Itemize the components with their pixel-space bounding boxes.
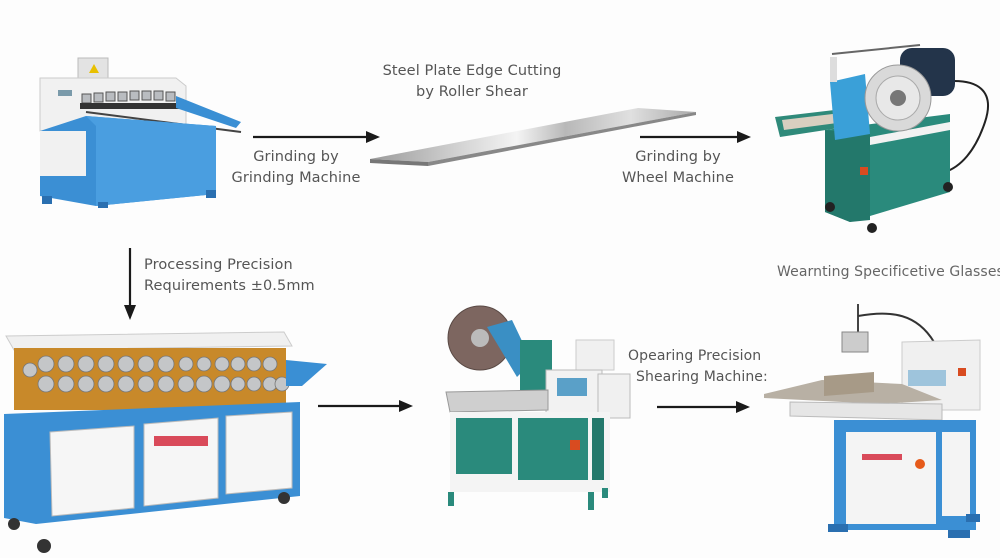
edge2-label-line2: Wheel Machine [621,170,734,186]
final-machine-image [762,292,984,550]
roll-forming-machine-image [2,328,332,556]
shearing-label-line1: Opearing Precision [628,348,762,364]
arrow-down-icon [123,247,137,321]
shearing-machine-image [442,292,642,514]
arrow-right-icon [639,130,753,144]
arrow-right-icon [656,400,752,414]
steel-plate-image [368,104,703,166]
steel-plate-label-line2: by Roller Shear [416,84,528,100]
grinding-machine-image [36,56,246,208]
arrow-right-icon [317,399,415,413]
steel-plate-label-line1: Steel Plate Edge Cutting [382,63,562,79]
edge2-label: Grinding by Wheel Machine [616,147,740,189]
steel-plate-label: Steel Plate Edge Cutting by Roller Shear [372,61,572,103]
glasses-label-text: Wearnting Specificetive Glasses [777,264,1000,280]
precision-label-line2: Requirements ±0.5mm [144,278,315,294]
edge2-label-line1: Grinding by [635,149,721,165]
shearing-label-line2: Shearing Machine: [636,369,768,385]
arrow-right-icon [252,130,382,144]
glasses-label: Wearnting Specificetive Glasses [777,262,1000,283]
edge1-label-line2: Grinding Machine [231,170,361,186]
edge1-label-line1: Grinding by [253,149,339,165]
wheel-machine-image [770,42,1000,234]
precision-label-line1: Processing Precision [144,257,293,273]
shearing-label: Opearing Precision Shearing Machine: [628,346,768,388]
edge1-label: Grinding by Grinding Machine [228,147,364,189]
precision-label: Processing Precision Requirements ±0.5mm [144,255,315,297]
